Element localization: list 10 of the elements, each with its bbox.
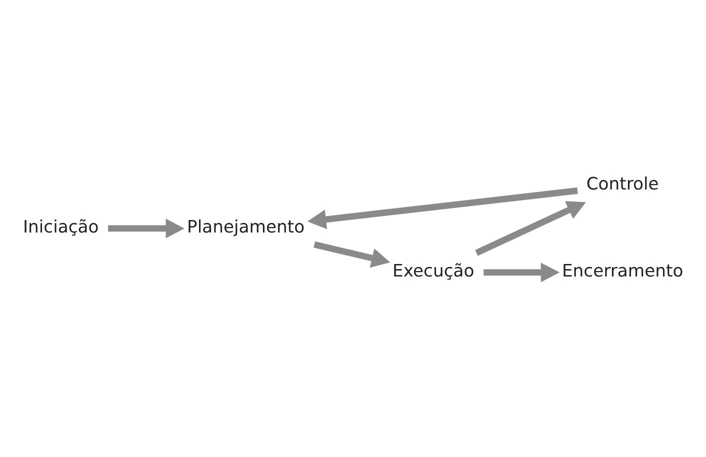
arrow [307,186,578,229]
arrow [475,200,586,256]
node-text: Planejamento [187,217,305,238]
node-text: Encerramento [562,260,684,281]
arrow [108,218,184,238]
node-text: Iniciação [22,217,99,238]
arrow [314,240,390,268]
node-text: Controle [586,174,659,194]
arrow [484,262,560,282]
node-text: Execução [392,260,474,281]
